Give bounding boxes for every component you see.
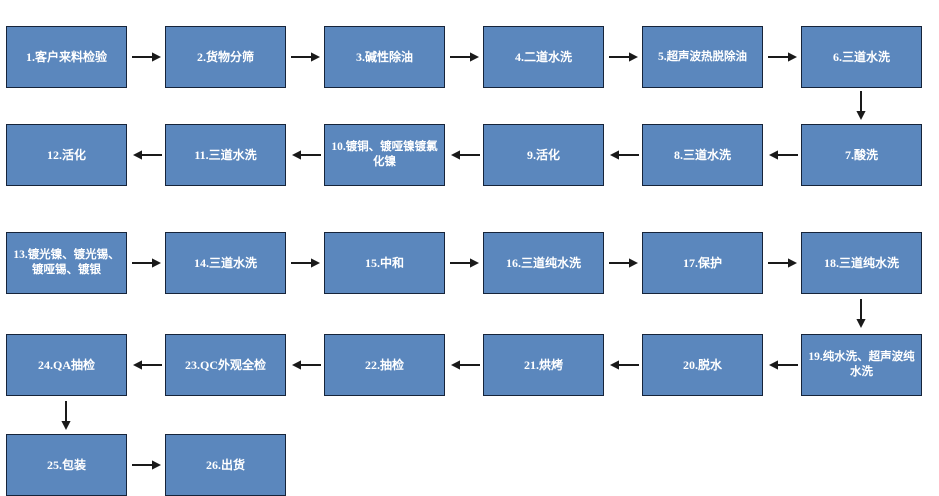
process-node-11[interactable]: 11.三道水洗 bbox=[165, 124, 286, 186]
process-node-19-label: 19.纯水洗、超声波纯水洗 bbox=[808, 351, 915, 378]
arrow-left-21-to-22 bbox=[449, 356, 481, 374]
arrow-down-18-to-19 bbox=[852, 298, 870, 330]
arrow-right-25-to-26 bbox=[131, 456, 163, 474]
process-node-22-label: 22.抽检 bbox=[364, 358, 404, 372]
arrow-left-20-to-21 bbox=[608, 356, 640, 374]
arrow-down-24-to-25 bbox=[57, 400, 75, 432]
process-node-3[interactable]: 3.碱性除油 bbox=[324, 26, 445, 88]
process-node-1-label: 1.客户来料检验 bbox=[25, 50, 107, 64]
process-node-23[interactable]: 23.QC外观全检 bbox=[165, 334, 286, 396]
process-node-21[interactable]: 21.烘烤 bbox=[483, 334, 604, 396]
process-node-8[interactable]: 8.三道水洗 bbox=[642, 124, 763, 186]
process-node-15[interactable]: 15.中和 bbox=[324, 232, 445, 294]
arrow-right-1-to-2 bbox=[131, 48, 163, 66]
process-node-6-label: 6.三道水洗 bbox=[832, 50, 890, 64]
arrow-right-3-to-4 bbox=[449, 48, 481, 66]
arrow-right-2-to-3 bbox=[290, 48, 322, 66]
process-node-24[interactable]: 24.QA抽检 bbox=[6, 334, 127, 396]
process-node-24-label: 24.QA抽检 bbox=[37, 358, 95, 372]
process-node-2-label: 2.货物分筛 bbox=[196, 50, 254, 64]
process-node-9[interactable]: 9.活化 bbox=[483, 124, 604, 186]
arrow-left-8-to-9 bbox=[608, 146, 640, 164]
process-node-4-label: 4.二道水洗 bbox=[514, 50, 572, 64]
process-node-10-label: 10.镀铜、镀哑镍镀氯化镍 bbox=[331, 141, 438, 168]
arrow-left-10-to-11 bbox=[290, 146, 322, 164]
process-node-7-label: 7.酸洗 bbox=[844, 148, 878, 162]
arrow-right-15-to-16 bbox=[449, 254, 481, 272]
arrow-left-11-to-12 bbox=[131, 146, 163, 164]
arrow-left-7-to-8 bbox=[767, 146, 799, 164]
process-node-23-label: 23.QC外观全检 bbox=[184, 358, 266, 372]
process-node-22[interactable]: 22.抽检 bbox=[324, 334, 445, 396]
process-node-3-label: 3.碱性除油 bbox=[355, 50, 413, 64]
process-node-17[interactable]: 17.保护 bbox=[642, 232, 763, 294]
process-node-5-label: 5.超声波热脱除油 bbox=[657, 50, 748, 63]
process-node-11-label: 11.三道水洗 bbox=[194, 148, 257, 162]
process-node-13-label: 13.镀光镍、镀光锡、镀哑锡、镀银 bbox=[13, 249, 120, 276]
process-node-7[interactable]: 7.酸洗 bbox=[801, 124, 922, 186]
process-node-14[interactable]: 14.三道水洗 bbox=[165, 232, 286, 294]
process-node-9-label: 9.活化 bbox=[526, 148, 560, 162]
process-node-4[interactable]: 4.二道水洗 bbox=[483, 26, 604, 88]
arrow-left-19-to-20 bbox=[767, 356, 799, 374]
process-node-26[interactable]: 26.出货 bbox=[165, 434, 286, 496]
process-node-16-label: 16.三道纯水洗 bbox=[505, 256, 581, 270]
arrow-down-6-to-7 bbox=[852, 90, 870, 122]
process-node-17-label: 17.保护 bbox=[682, 256, 722, 270]
process-node-26-label: 26.出货 bbox=[205, 458, 245, 472]
arrow-left-22-to-23 bbox=[290, 356, 322, 374]
process-node-16[interactable]: 16.三道纯水洗 bbox=[483, 232, 604, 294]
process-node-10[interactable]: 10.镀铜、镀哑镍镀氯化镍 bbox=[324, 124, 445, 186]
process-node-14-label: 14.三道水洗 bbox=[193, 256, 257, 270]
process-node-25[interactable]: 25.包装 bbox=[6, 434, 127, 496]
arrow-right-14-to-15 bbox=[290, 254, 322, 272]
process-node-5[interactable]: 5.超声波热脱除油 bbox=[642, 26, 763, 88]
process-node-20[interactable]: 20.脱水 bbox=[642, 334, 763, 396]
arrow-right-13-to-14 bbox=[131, 254, 163, 272]
arrow-right-5-to-6 bbox=[767, 48, 799, 66]
arrow-left-9-to-10 bbox=[449, 146, 481, 164]
process-node-12-label: 12.活化 bbox=[46, 148, 86, 162]
process-node-8-label: 8.三道水洗 bbox=[673, 148, 731, 162]
process-node-12[interactable]: 12.活化 bbox=[6, 124, 127, 186]
arrow-left-23-to-24 bbox=[131, 356, 163, 374]
arrow-right-17-to-18 bbox=[767, 254, 799, 272]
process-node-18-label: 18.三道纯水洗 bbox=[823, 256, 899, 270]
process-node-15-label: 15.中和 bbox=[364, 256, 404, 270]
process-node-21-label: 21.烘烤 bbox=[523, 358, 563, 372]
process-node-6[interactable]: 6.三道水洗 bbox=[801, 26, 922, 88]
process-node-1[interactable]: 1.客户来料检验 bbox=[6, 26, 127, 88]
process-node-13[interactable]: 13.镀光镍、镀光锡、镀哑锡、镀银 bbox=[6, 232, 127, 294]
arrow-right-4-to-5 bbox=[608, 48, 640, 66]
process-node-18[interactable]: 18.三道纯水洗 bbox=[801, 232, 922, 294]
process-node-20-label: 20.脱水 bbox=[682, 358, 722, 372]
process-node-25-label: 25.包装 bbox=[46, 458, 86, 472]
process-node-2[interactable]: 2.货物分筛 bbox=[165, 26, 286, 88]
arrow-right-16-to-17 bbox=[608, 254, 640, 272]
process-node-19[interactable]: 19.纯水洗、超声波纯水洗 bbox=[801, 334, 922, 396]
